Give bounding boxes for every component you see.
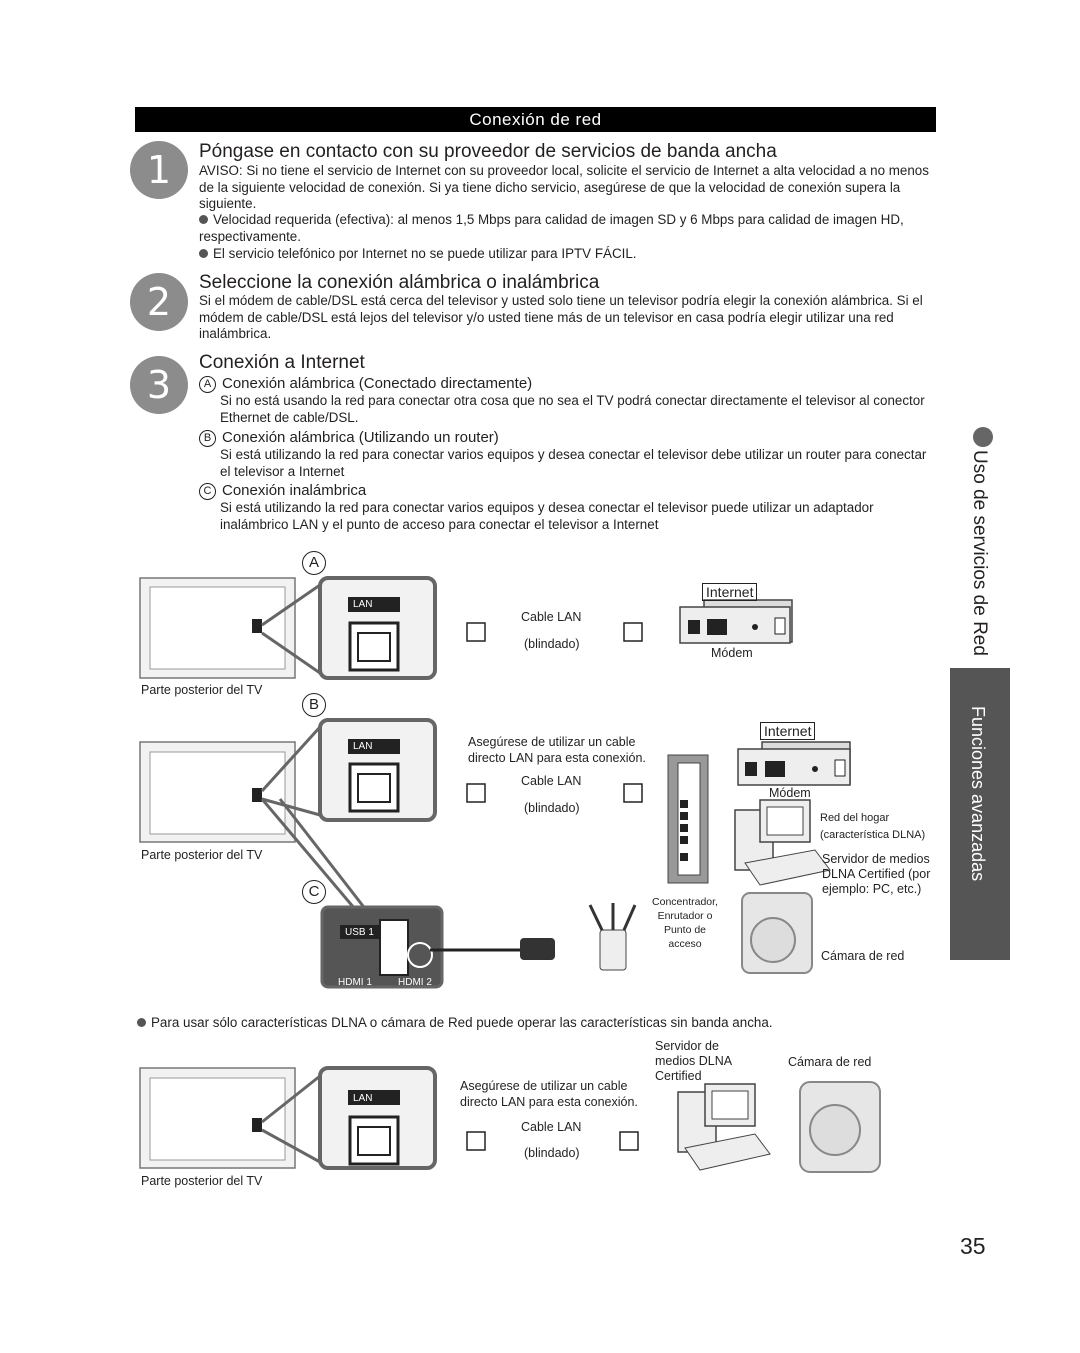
sidebar-tab-label: Funciones avanzadas (968, 706, 988, 882)
step-1-bullet-1: Velocidad requerida (efectiva): al menos… (199, 212, 939, 245)
bullet-text: El servicio telefónico por Internet no s… (213, 246, 637, 261)
step-2-number: 2 (130, 273, 188, 331)
direct-cable-note-b: Asegúrese de utilizar un cable directo L… (468, 735, 646, 765)
diagram-letter-b: B (302, 693, 326, 717)
modem-b (737, 741, 851, 786)
tv-back-label-b: Parte posterior del TV (141, 848, 263, 862)
cable-b (466, 783, 643, 803)
lan-label-b: LAN (353, 741, 373, 752)
step-3-number: 3 (130, 356, 188, 414)
usb-label: USB 1 (345, 927, 374, 938)
bullet-icon (137, 1018, 146, 1027)
step-1-number: 1 (130, 141, 188, 199)
tv-back-label-bottom: Parte posterior del TV (141, 1174, 263, 1188)
step-1-title: Póngase en contacto con su proveedor de … (199, 141, 777, 162)
option-c-body: Si está utilizando la red para conectar … (220, 500, 874, 532)
hdmi-1-label: HDMI 1 (338, 977, 372, 988)
access-point-illustration (588, 903, 637, 971)
option-a-text: Conexión alámbrica (Conectado directamen… (222, 375, 533, 392)
step-1-bullet-2: El servicio telefónico por Internet no s… (199, 246, 939, 263)
lan-label-bottom: LAN (353, 1093, 373, 1104)
option-c-title: C Conexión inalámbrica (199, 482, 366, 500)
internet-label-b: Internet (760, 722, 816, 740)
hdmi-2-label: HDMI 2 (398, 977, 432, 988)
bullet-icon (199, 215, 208, 224)
dlna-note-text: Para usar sólo características DLNA o cá… (151, 1015, 773, 1030)
diagram-letter-c: C (302, 880, 326, 904)
lan-panel-a (261, 576, 437, 680)
sidebar-section-label: Uso de servicios de Red (969, 450, 990, 656)
hub-label: Concentrador, Enrutador o Punto de acces… (652, 896, 718, 950)
section-title: Conexión de red (469, 110, 602, 129)
bullet-text: Velocidad requerida (efectiva): al menos… (199, 212, 904, 244)
option-b-text: Conexión alámbrica (Utilizando un router… (222, 429, 499, 446)
router-illustration (667, 754, 709, 884)
camera-illustration (741, 892, 813, 974)
modem-a (679, 599, 793, 644)
option-c-letter: C (199, 483, 216, 500)
internet-label-a: Internet (702, 583, 758, 601)
network-diagram (139, 576, 851, 989)
page-number: 35 (960, 1233, 986, 1259)
option-b-body: Si está utilizando la red para conectar … (220, 447, 927, 479)
tv-back-label-a: Parte posterior del TV (141, 683, 263, 697)
modem-label-a: Módem (711, 646, 753, 660)
option-c-text: Conexión inalámbrica (222, 482, 367, 499)
bullet-icon (199, 249, 208, 258)
section-title-bar: Conexión de red (135, 107, 936, 132)
cable-a (466, 622, 643, 642)
sidebar-tab: Funciones avanzadas (950, 668, 1010, 960)
step-3-title: Conexión a Internet (199, 352, 365, 373)
camera-label: Cámara de red (821, 949, 905, 963)
home-network-label: Red del hogar (característica DLNA) (820, 812, 926, 841)
shielded-label-b: (blindado) (524, 801, 580, 815)
option-b-title: B Conexión alámbrica (Utilizando un route… (199, 429, 499, 447)
step-2-title: Seleccione la conexión alámbrica o inalá… (199, 272, 600, 293)
step-2-body: Si el módem de cable/DSL está cerca del … (199, 293, 923, 341)
cable-lan-label-b: Cable LAN (521, 774, 582, 788)
tv-back-b-illustration (139, 741, 296, 843)
cable-lan-label-a: Cable LAN (521, 610, 582, 624)
direct-cable-note-bottom: Asegúrese de utilizar un cable directo L… (460, 1079, 638, 1109)
lan-label-a: LAN (353, 599, 373, 610)
cable-lan-label-bottom: Cable LAN (521, 1120, 582, 1134)
shielded-label-bottom: (blindado) (524, 1146, 580, 1160)
shielded-label-a: (blindado) (524, 637, 580, 651)
modem-label-b: Módem (769, 786, 811, 800)
sidebar-bullet-icon (973, 427, 993, 447)
dlna-note: Para usar sólo características DLNA o cá… (137, 1015, 937, 1032)
dlna-server-label: Servidor de medios DLNA Certified (por e… (822, 852, 931, 896)
option-a-body: Si no está usando la red para conectar o… (220, 393, 925, 425)
option-a-letter: A (199, 376, 216, 393)
option-a-title: A Conexión alámbrica (Conectado directame… (199, 375, 532, 393)
pc-illustration (734, 799, 831, 886)
option-b-letter: B (199, 430, 216, 447)
bottom-dlna-server-label: Servidor de medios DLNA Certified (655, 1039, 732, 1083)
bottom-camera-label: Cámara de red (788, 1055, 872, 1069)
diagram-letter-a: A (302, 551, 326, 575)
tv-back-a-illustration (139, 577, 296, 679)
step-1-body: AVISO: Si no tiene el servicio de Intern… (199, 163, 929, 211)
lan-panel-b (260, 718, 437, 916)
usb-panel-c (320, 905, 555, 989)
dlna-diagram (139, 1066, 881, 1173)
